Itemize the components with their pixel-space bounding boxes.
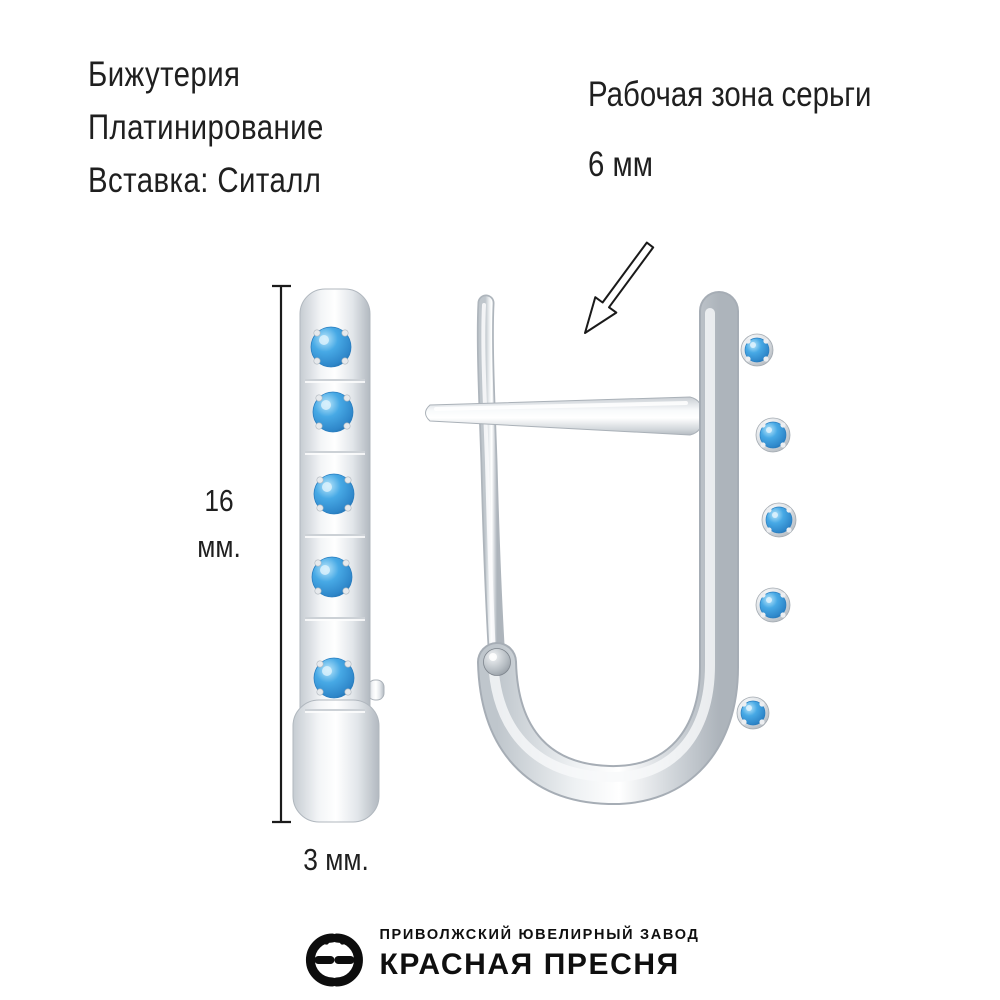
spec-line-insert: Вставка: Ситалл (88, 161, 322, 200)
main-earring (425, 291, 797, 806)
spec-line-material: Бижутерия (88, 55, 241, 94)
earring-stone (740, 700, 766, 726)
height-dimension-label: 16 мм. (188, 478, 251, 570)
height-dimension-line (272, 284, 291, 824)
height-value: 16 (204, 483, 234, 518)
footer-brand: ПРИВОЛЖСКИЙ ЮВЕЛИРНЫЙ ЗАВОД КРАСНАЯ ПРЕС… (300, 918, 699, 990)
arrow-shape (584, 241, 655, 334)
bezel-separators (305, 379, 365, 713)
earring-stone (311, 556, 353, 598)
earring-pin (476, 294, 506, 671)
working-zone-value: 6 мм (588, 145, 653, 184)
side-view-earring (292, 288, 385, 823)
earring-stone (313, 657, 355, 699)
spec-line-plating: Платинирование (88, 108, 324, 147)
earring-stone (744, 337, 770, 363)
height-unit: мм. (197, 529, 241, 564)
product-specs: Бижутерия Платинирование Вставка: Ситалл (88, 48, 324, 207)
width-dimension-label: 3 мм. (303, 842, 369, 877)
brand-logo-icon (305, 933, 363, 987)
brand-text: ПРИВОЛЖСКИЙ ЮВЕЛИРНЫЙ ЗАВОД КРАСНАЯ ПРЕС… (379, 927, 699, 982)
earring-stone (759, 421, 787, 449)
side-earring-stones (310, 326, 355, 699)
working-zone-annotation: Рабочая зона серьги 6 мм (588, 70, 871, 190)
brand-plant-name: ПРИВОЛЖСКИЙ ЮВЕЛИРНЫЙ ЗАВОД (379, 926, 700, 943)
earring-stone (313, 473, 355, 515)
earring-stone (310, 326, 352, 368)
earring-stone (765, 506, 793, 534)
earring-stone (759, 591, 787, 619)
pivot-ball (483, 648, 511, 676)
side-earring-body (292, 288, 385, 823)
pointer-arrow-icon (584, 241, 655, 334)
hook-body (477, 291, 739, 806)
earring-stone (312, 391, 354, 433)
working-zone-label: Рабочая зона серьги (588, 75, 872, 114)
clasp-foot (292, 699, 380, 823)
brand-name: КРАСНАЯ ПРЕСНЯ (379, 947, 680, 981)
main-earring-stones (740, 337, 793, 726)
latch-bar (425, 396, 704, 436)
